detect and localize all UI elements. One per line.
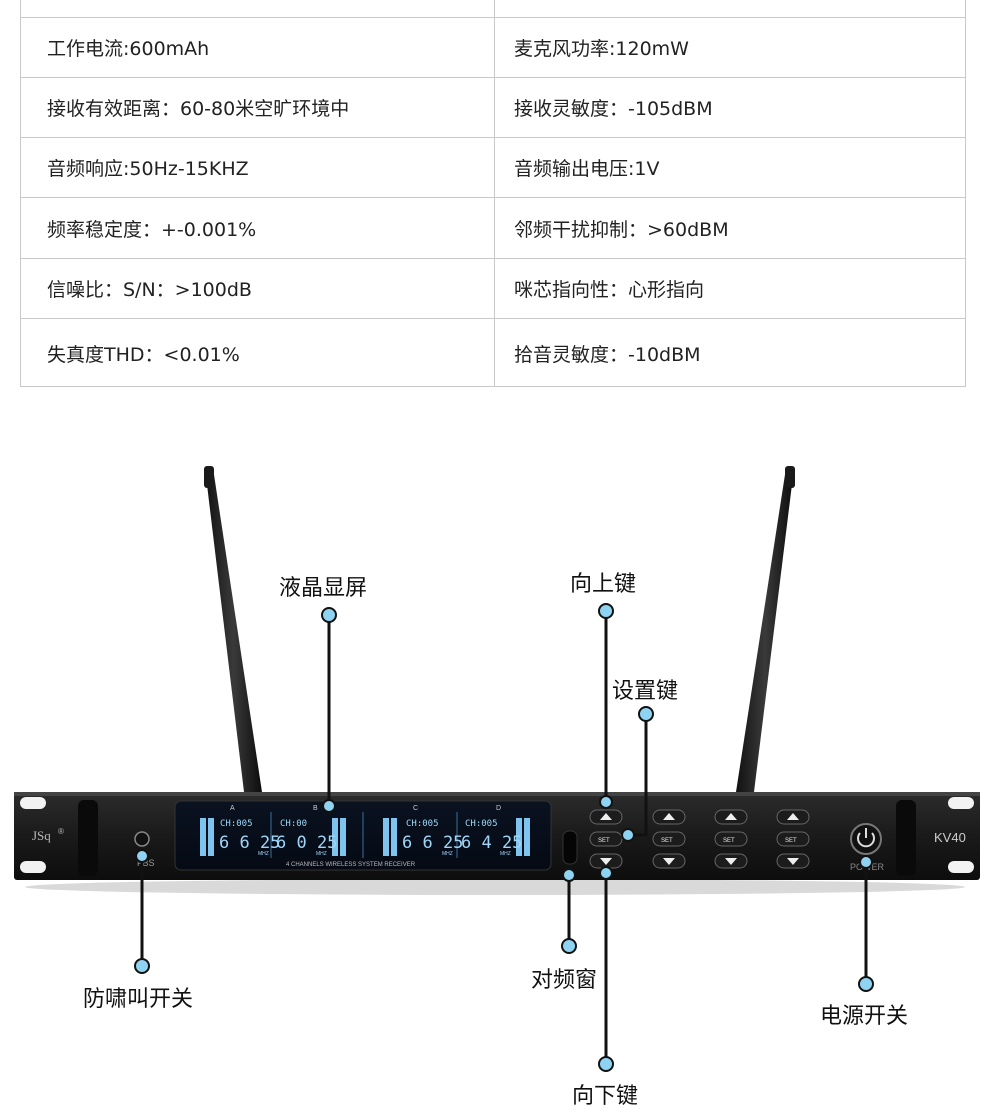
lcd-frequency: 6 6 25 [219,833,280,853]
panel-caption: 4 CHANNELS WIRELESS SYSTEM RECEIVER [286,862,416,868]
set-label: SET [598,838,610,844]
callout-down-label: 向下键 [572,1084,639,1109]
channel-label: D [496,805,501,812]
set-button[interactable] [714,831,748,847]
level-meter [383,818,389,856]
set-button[interactable] [776,831,810,847]
channel-label: C [413,805,418,812]
button-column-d [776,809,810,869]
spec-left: 工作电流:600mAh [47,38,210,60]
level-meter [332,818,338,856]
table-row: 音频响应:50Hz-15KHZ 音频输出电压:1V [21,138,965,198]
spec-left: 音频响应:50Hz-15KHZ [47,158,249,180]
fbs-label: FBS [137,858,155,868]
button-column-a [589,809,623,869]
button-column-b [652,809,686,869]
pairing-window [562,830,578,865]
set-button[interactable] [652,831,686,847]
spec-left: 频率稳定度：+-0.001% [47,219,257,241]
brand-logo: JSq [32,828,51,843]
antenna-right [736,466,795,792]
callout-dots [134,603,874,1072]
lcd-channel: CH:005 [406,819,439,829]
callout-fbs-label: 防啸叫开关 [83,987,194,1012]
set-label: SET [723,838,735,844]
mhz-label: MHZ [500,851,511,857]
mhz-label: MHZ [316,851,327,857]
level-meter [208,818,214,856]
rack-handle [78,800,98,876]
mhz-label: MHZ [442,851,453,857]
spec-table: 工作电流:600mAh 麦克风功率:120mW 接收有效距离：60-80米空旷环… [20,0,966,387]
callout-lcd-label: 液晶显屏 [279,576,368,601]
level-meter [391,818,397,856]
callout-power-label: 电源开关 [820,1004,909,1029]
button-column-c [714,809,748,869]
spec-right: 音频输出电压:1V [514,158,660,180]
spec-left: 接收有效距离：60-80米空旷环境中 [47,98,350,120]
set-label: SET [661,838,673,844]
table-row: 信噪比：S/N：>100dB 咪芯指向性：心形指向 [21,259,965,319]
spec-right: 邻频干扰抑制：>60dBM [514,219,729,241]
table-divider [494,0,495,386]
lcd-frequency: 6 0 25 [276,833,337,853]
level-meter [200,818,206,856]
table-row: 失真度THD：<0.01% 拾音灵敏度：-10dBM [21,319,965,387]
lcd-channel: CH:00 [280,819,307,829]
lcd-channel: CH:005 [220,819,253,829]
spec-right: 麦克风功率:120mW [514,38,689,60]
fbs-switch[interactable] [134,831,150,847]
level-meter [516,818,522,856]
spec-left: 信噪比：S/N：>100dB [47,279,252,301]
callout-set-label: 设置键 [612,679,679,704]
spec-right: 拾音灵敏度：-10dBM [514,343,701,366]
channel-label: B [313,805,318,812]
rack-hole [20,797,46,809]
table-row [21,0,965,18]
set-button[interactable] [589,831,623,847]
level-meter [340,818,346,856]
spec-right: 咪芯指向性：心形指向 [514,279,705,301]
rack-handle [896,800,916,876]
mhz-label: MHZ [258,851,269,857]
rack-hole [20,861,46,873]
callout-up-label: 向上键 [570,572,637,597]
spec-left: 失真度THD：<0.01% [47,343,240,366]
rack-hole [948,797,974,809]
table-row: 频率稳定度：+-0.001% 邻频干扰抑制：>60dBM [21,199,965,259]
level-meter [524,818,530,856]
lcd-frequency: 6 6 25 [402,833,463,853]
callout-pair-label: 对频窗 [531,968,598,993]
model-label: KV40 [934,830,966,845]
power-button[interactable] [850,823,882,855]
rack-hole [948,861,974,873]
set-label: SET [785,838,797,844]
lcd-frequency: 6 4 25 [461,833,522,853]
table-row: 接收有效距离：60-80米空旷环境中 接收灵敏度：-105dBM [21,78,965,138]
lcd-channel: CH:005 [465,819,498,829]
table-row: 工作电流:600mAh 麦克风功率:120mW [21,18,965,78]
channel-label: A [230,805,235,812]
svg-text:®: ® [58,827,64,836]
spec-right: 接收灵敏度：-105dBM [514,98,713,120]
channel-buttons [589,809,810,869]
antenna-left [204,466,262,792]
